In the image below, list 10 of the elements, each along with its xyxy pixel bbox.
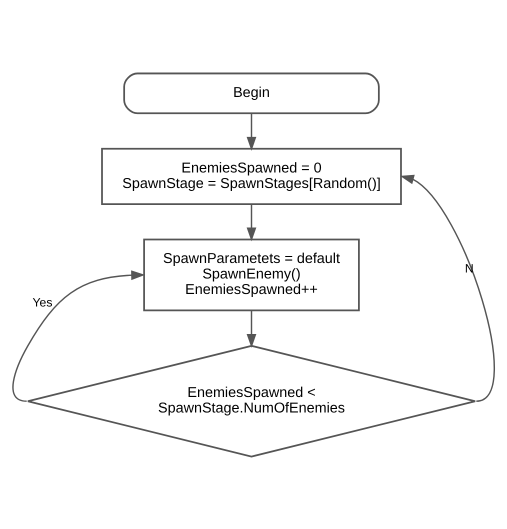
arrow xyxy=(400,174,495,402)
arrow xyxy=(246,204,256,241)
arrow xyxy=(246,113,256,150)
arrow xyxy=(12,270,146,402)
edge-label: Yes xyxy=(32,294,52,309)
node-box: EnemiesSpawned = 0 SpawnStage = SpawnStages[Random()] xyxy=(101,147,402,204)
node-box: SpawnParametets = default SpawnEnemy() EnemiesSpawned++ xyxy=(143,238,360,311)
node-box: Begin xyxy=(123,72,380,114)
arrow xyxy=(246,310,256,348)
node-diamond: EnemiesSpawned < SpawnStage.NumOfEnemies xyxy=(26,344,476,457)
